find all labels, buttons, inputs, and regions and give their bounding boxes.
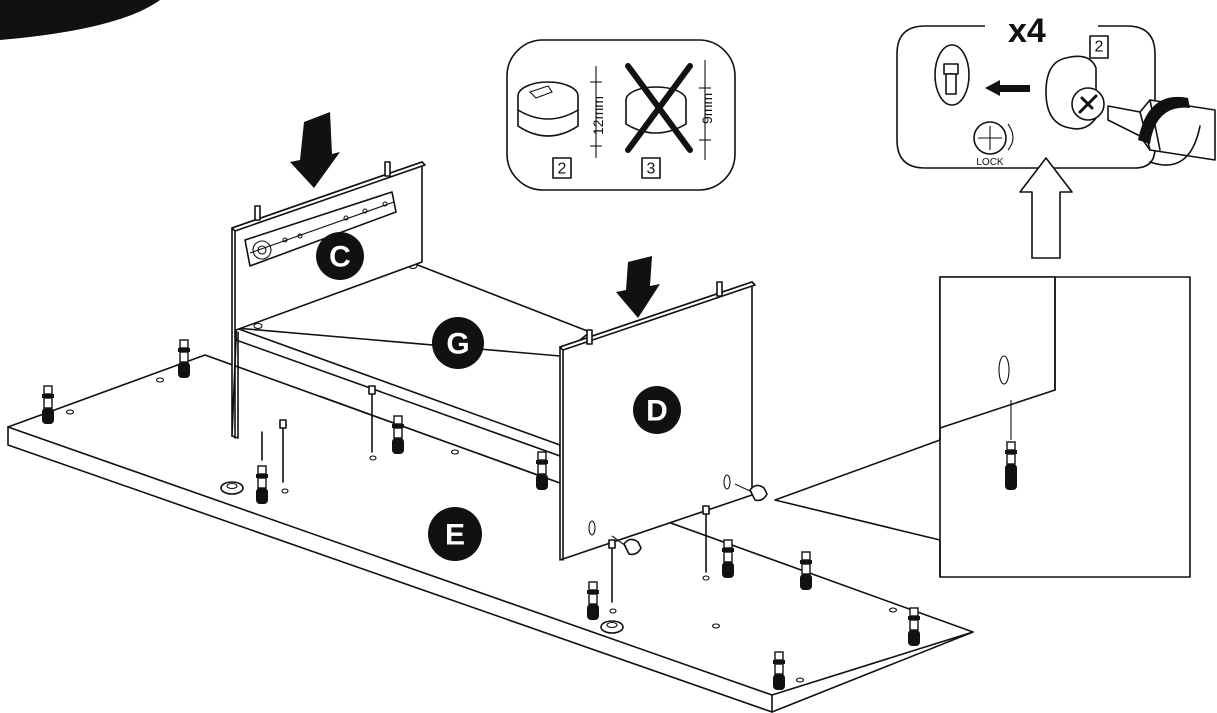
cam-bolt-3 xyxy=(255,465,269,505)
arrow-up-detail xyxy=(1019,157,1073,259)
badge-d: D xyxy=(633,386,681,434)
cam-bolt-9 xyxy=(907,607,921,647)
lock-label: LOCK xyxy=(976,157,1004,168)
cam-wrong xyxy=(625,63,693,153)
corner-swoosh xyxy=(0,0,160,40)
panel-c xyxy=(231,161,426,483)
detail-callout xyxy=(774,276,1191,578)
cam-lock-right xyxy=(734,483,768,502)
badge-d-label: D xyxy=(646,395,668,428)
cam-lock-front xyxy=(611,535,642,556)
panel-e xyxy=(7,354,974,713)
badge-c-label: C xyxy=(329,241,351,274)
arrow-down-d xyxy=(616,256,660,318)
correct-part-label: 2 xyxy=(558,161,567,178)
cam-bolt-7 xyxy=(721,539,735,579)
arrow-down-c xyxy=(290,112,340,188)
cam-bolt-1 xyxy=(41,385,55,425)
badge-g-label: G xyxy=(446,328,469,361)
correct-height: 12mm xyxy=(590,96,606,135)
badge-c: C xyxy=(316,232,364,280)
wrong-part-label: 3 xyxy=(647,161,656,178)
wrong-height: 9mm xyxy=(699,93,715,124)
dowel-c-left xyxy=(254,205,261,221)
cam-bolt-4 xyxy=(391,415,405,455)
lock-part-label: 2 xyxy=(1095,39,1104,56)
foot-left xyxy=(220,481,244,495)
cam-size-inset: 12mm 2 9mm 3 xyxy=(506,39,736,191)
cam-bolt-8 xyxy=(799,551,813,591)
badge-g: G xyxy=(432,317,484,369)
drawer-runner xyxy=(244,191,397,267)
cam-bolt-10 xyxy=(772,651,786,691)
lock-inset: x4 2 LOCK xyxy=(896,12,1216,169)
quantity-label: x4 xyxy=(1008,12,1046,50)
screwdriver-icon xyxy=(1107,96,1216,166)
badge-e-label: E xyxy=(445,519,465,552)
cam-bolt-6 xyxy=(586,581,600,621)
cam-correct xyxy=(517,81,579,137)
badge-e: E xyxy=(428,507,482,561)
cam-bolt-2 xyxy=(177,339,191,379)
dowel-c-right xyxy=(384,161,391,177)
foot-right xyxy=(600,620,624,634)
cam-bolt-5 xyxy=(535,451,549,491)
